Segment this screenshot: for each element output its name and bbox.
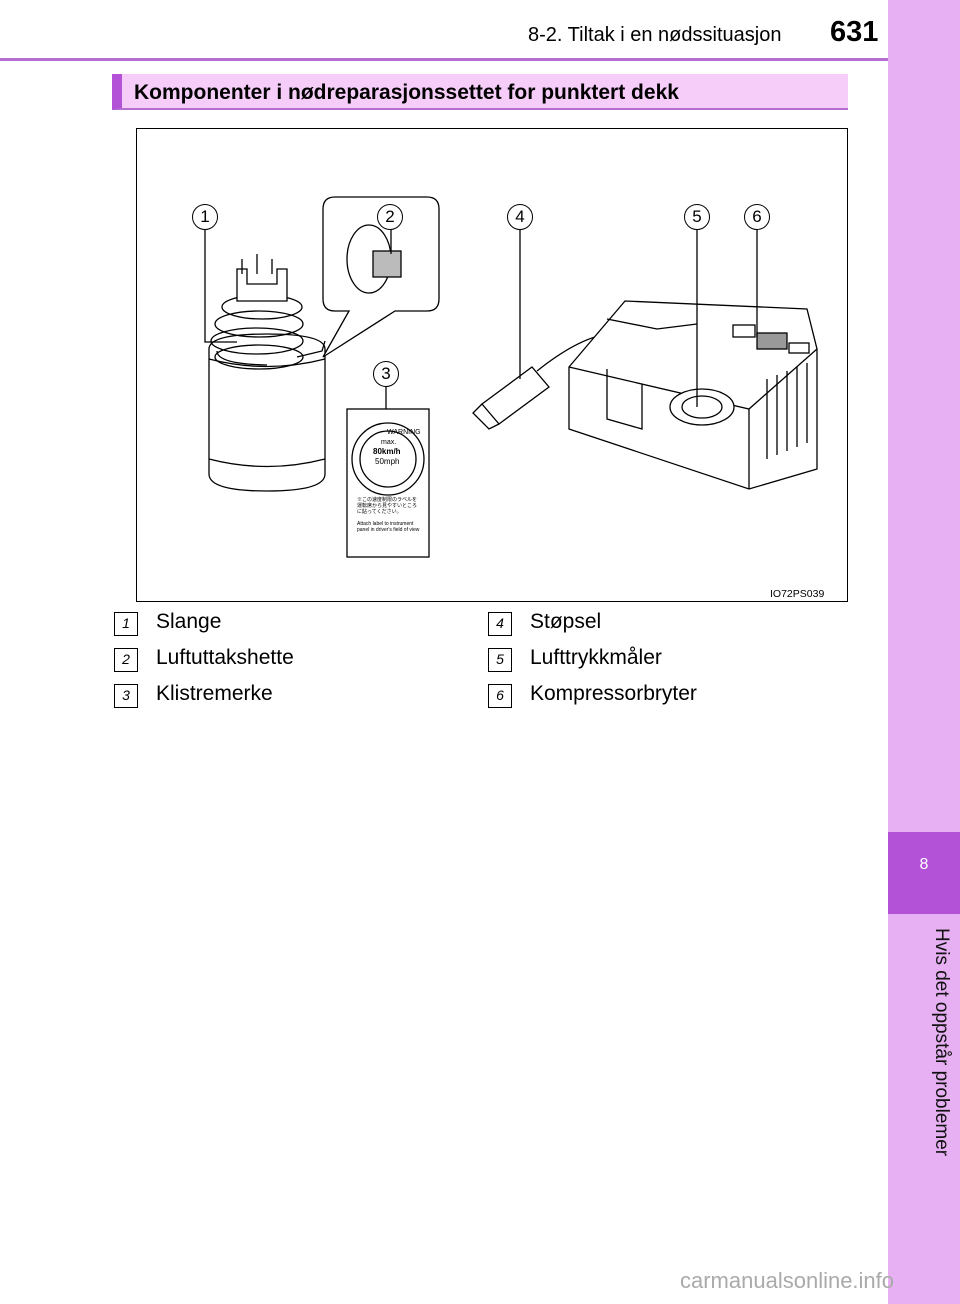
chapter-tab[interactable] (888, 832, 960, 914)
header-rule (0, 58, 888, 61)
callout-4: 4 (507, 204, 533, 230)
sticker-speed-mph: 50mph (375, 457, 400, 466)
header-section-title: 8-2. Tiltak i en nødssituasjon (528, 24, 782, 46)
legend-number: 5 (488, 648, 512, 672)
callout-1: 1 (192, 204, 218, 230)
legend-number: 1 (114, 612, 138, 636)
chapter-number: 8 (919, 856, 929, 873)
section-title: Komponenter i nødreparasjonssettet for p… (134, 81, 679, 104)
section-title-box: Komponenter i nødreparasjonssettet for p… (112, 74, 848, 110)
callout-5: 5 (684, 204, 710, 230)
legend-label: Kompressorbryter (530, 682, 697, 705)
callout-3: 3 (373, 361, 399, 387)
sticker-max: max. (381, 439, 397, 446)
legend-label: Luftuttakshette (156, 646, 294, 669)
repair-kit-illustration: 1 2 3 4 5 6 WARNING max. 80km/h 50mph ※こ… (136, 128, 848, 602)
legend-label: Klistremerke (156, 682, 273, 705)
legend-label: Støpsel (530, 610, 602, 633)
figure-code: IO72PS039 (770, 588, 825, 600)
sticker-jp-note: ※この速度制限のラベルを運転席から見やすいところに貼ってください。 (357, 497, 418, 515)
illustration-drawing (204, 196, 818, 558)
legend-label: Lufttrykkmåler (530, 646, 662, 669)
sticker-speed-kmh: 80km/h (373, 447, 401, 456)
chapter-side-bar (888, 0, 960, 1304)
legend-number: 3 (114, 684, 138, 708)
page-number: 631 (830, 16, 879, 48)
chapter-title: Hvis det oppstår problemer (931, 928, 952, 1157)
legend-number: 2 (114, 648, 138, 672)
sticker-en-note: Attach label to instrument panel in driv… (357, 521, 420, 533)
legend-number: 6 (488, 684, 512, 708)
legend-label: Slange (156, 610, 222, 633)
legend-number: 4 (488, 612, 512, 636)
callout-2: 2 (377, 204, 403, 230)
watermark: carmanualsonline.info (680, 1268, 895, 1293)
sticker-warning: WARNING (387, 429, 421, 436)
callout-6: 6 (744, 204, 770, 230)
